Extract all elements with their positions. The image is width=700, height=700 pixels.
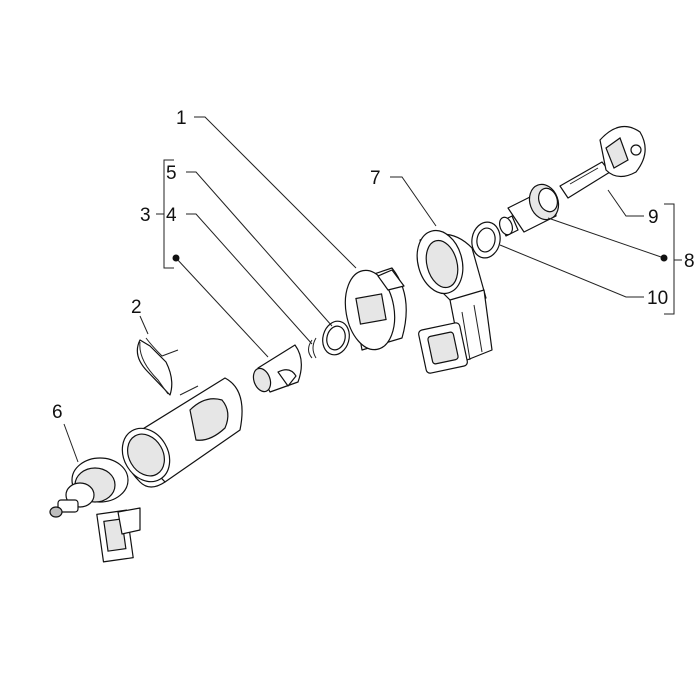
callout-10: 10 (647, 288, 668, 309)
part-4-cylinder-insert (252, 344, 302, 393)
callout-2: 2 (131, 297, 142, 318)
callout-labels: 1 2 3 4 5 6 7 8 9 10 (52, 108, 695, 423)
callout-7: 7 (370, 168, 381, 189)
callout-6: 6 (52, 402, 63, 423)
lock-cylinder (498, 183, 560, 237)
leader-1 (194, 116, 357, 269)
part-10-o-ring (471, 221, 501, 259)
leader-lines (63, 116, 665, 463)
part-6-end-cap (49, 457, 141, 563)
callout-1: 1 (176, 108, 187, 129)
bracket-group-3 (156, 159, 180, 269)
callout-3: 3 (140, 205, 151, 226)
small-washer-ring (322, 320, 350, 356)
leader-5 (186, 171, 333, 327)
leader-3-dot (175, 257, 269, 358)
bracket-group-8 (660, 203, 682, 315)
leader-9 (607, 189, 644, 217)
main-housing-tube (121, 377, 243, 488)
leader-7 (390, 176, 437, 227)
leader-2 (139, 315, 149, 335)
part-7-switch-housing (416, 229, 493, 374)
callout-5: 5 (166, 163, 177, 184)
callout-8: 8 (684, 251, 695, 272)
part-2-wire-clip (136, 337, 179, 396)
part-1-rotor (344, 267, 407, 351)
part-9-key (559, 125, 646, 199)
part-5-spring-clip (308, 337, 317, 359)
callout-4: 4 (166, 205, 177, 226)
leader-8-dot (547, 217, 665, 259)
leader-4 (186, 213, 313, 345)
leader-6 (63, 423, 79, 463)
leader-10 (499, 244, 644, 298)
callout-9: 9 (648, 207, 659, 228)
